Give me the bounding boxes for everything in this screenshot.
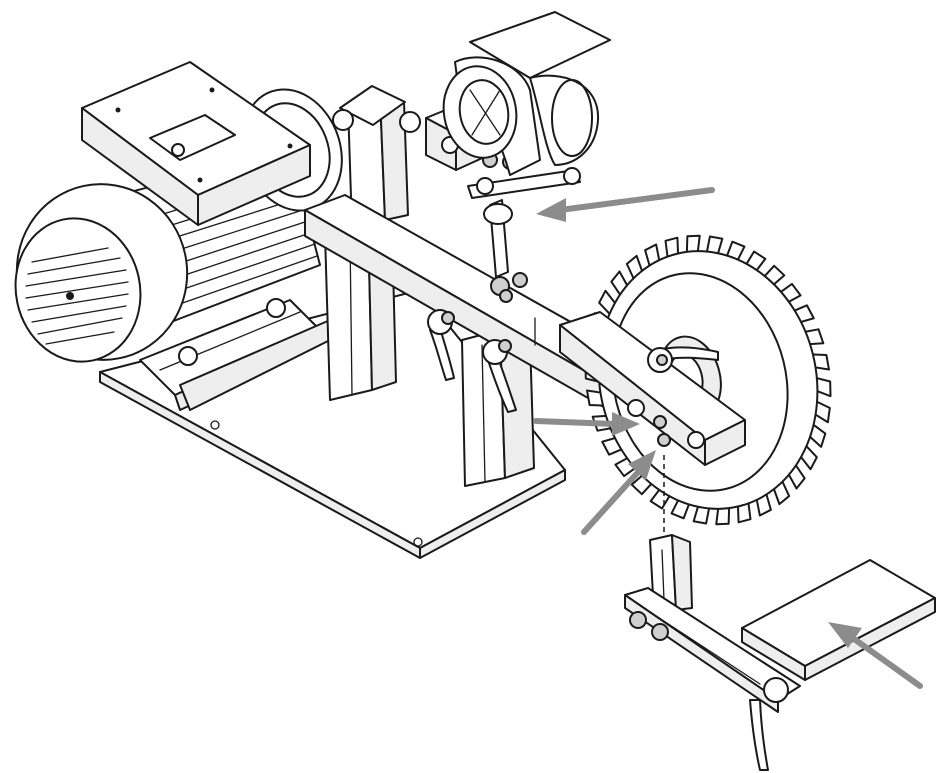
clamp-lever-middle [482, 339, 517, 413]
pointer-arrow-top [536, 187, 715, 222]
pointer-arrow-rest-plate [828, 622, 923, 689]
dresser-head [332, 11, 611, 303]
work-rest-assembly [624, 455, 936, 771]
grinding-wheel [559, 234, 832, 526]
clamp-lever-left [427, 309, 455, 381]
fan-grille [25, 247, 129, 345]
terminal-box [81, 61, 311, 226]
motor-rail [139, 298, 331, 411]
electric-motor [14, 61, 343, 363]
pointer-arrow-middle [533, 412, 640, 436]
pointer-arrow-lower [581, 450, 656, 535]
